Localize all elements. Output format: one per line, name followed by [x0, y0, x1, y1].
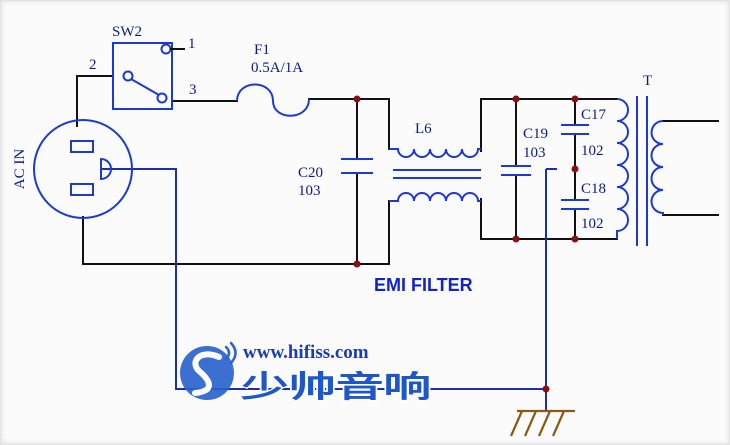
- watermark-brand: 少帅音响: [241, 370, 431, 405]
- transformer-secondary: [650, 120, 664, 215]
- watermark-logo-icon: [180, 341, 237, 400]
- switch-pin-1: 1: [188, 36, 196, 52]
- c20-plates: [341, 158, 373, 174]
- ground-icon: [509, 409, 575, 437]
- capacitor-c19: C19 103: [501, 126, 548, 176]
- ac-in-outline: [33, 119, 133, 219]
- fuse-f1: F1 0.5A/1A: [236, 42, 310, 117]
- watermark: www.hifiss.com 少帅音响: [180, 341, 432, 406]
- transformer-t: T: [616, 73, 664, 246]
- switch-common-contact: [122, 70, 134, 82]
- c18-value: 102: [581, 216, 604, 232]
- c19-plates: [501, 165, 531, 176]
- transformer-ref: T: [643, 73, 652, 89]
- junction-dot: [512, 95, 520, 103]
- wire-fuse-to-choke: [308, 98, 390, 150]
- watermark-url: www.hifiss.com: [243, 342, 369, 363]
- switch-contact-3: [156, 92, 168, 104]
- fuse-symbol: [236, 83, 310, 117]
- choke-core: [393, 169, 481, 179]
- ac-in-pin-neutral: [70, 183, 94, 196]
- switch-ref: SW2: [112, 24, 142, 40]
- c17-ref: C17: [581, 107, 607, 123]
- chassis-ground-symbol: [509, 409, 575, 437]
- wire-switch-pin2-to-ac-in: [76, 75, 114, 127]
- ac-in-pin-earth: [100, 157, 112, 181]
- junction-dot: [542, 385, 550, 393]
- switch-lever: [130, 78, 160, 96]
- c18-ref: C18: [581, 181, 606, 197]
- ac-in-pin-line: [70, 140, 94, 153]
- junction-dot: [571, 165, 579, 173]
- c17-value: 102: [581, 143, 604, 159]
- switch-sw2: SW2 1 2 3: [89, 24, 197, 110]
- wire-ac-in-neutral: [82, 200, 390, 265]
- switch-body: [112, 42, 173, 110]
- choke-l6: L6: [389, 121, 481, 202]
- switch-contact-1: [160, 43, 172, 55]
- junction-dot: [353, 95, 361, 103]
- capacitor-c17: C17 102: [561, 107, 607, 159]
- junction-dot: [353, 260, 361, 268]
- transformer-core: [636, 96, 648, 246]
- switch-pin-3: 3: [189, 82, 197, 98]
- junctions: [353, 95, 579, 393]
- c18-plates: [561, 199, 589, 210]
- junction-dot: [512, 235, 520, 243]
- transformer-primary: [616, 98, 629, 239]
- ac-in-connector: AC IN: [12, 119, 133, 219]
- diagram-caption: EMI FILTER: [374, 275, 473, 295]
- wire-ground-cap-junction: [545, 168, 557, 411]
- capacitor-c20: C20 103: [298, 158, 373, 199]
- ground-wiring: [101, 168, 557, 411]
- c19-ref: C19: [523, 126, 548, 142]
- c20-ref: C20: [298, 165, 323, 181]
- fuse-value: 0.5A/1A: [251, 60, 303, 76]
- choke-winding-bottom: [389, 192, 481, 202]
- c19-value: 103: [523, 145, 546, 161]
- ac-in-label: AC IN: [12, 149, 28, 190]
- junction-dot: [571, 235, 579, 243]
- c20-value: 103: [298, 183, 321, 199]
- capacitor-c18: C18 102: [561, 181, 606, 232]
- wire-ground-earth: [101, 168, 546, 390]
- wiring: [76, 75, 719, 265]
- choke-ref: L6: [415, 121, 432, 137]
- wire-transformer-secondary: [662, 120, 719, 216]
- choke-winding-top: [389, 148, 481, 158]
- c17-plates: [561, 124, 589, 135]
- switch-pin-2: 2: [89, 57, 97, 73]
- fuse-ref: F1: [254, 42, 270, 58]
- junction-dot: [571, 95, 579, 103]
